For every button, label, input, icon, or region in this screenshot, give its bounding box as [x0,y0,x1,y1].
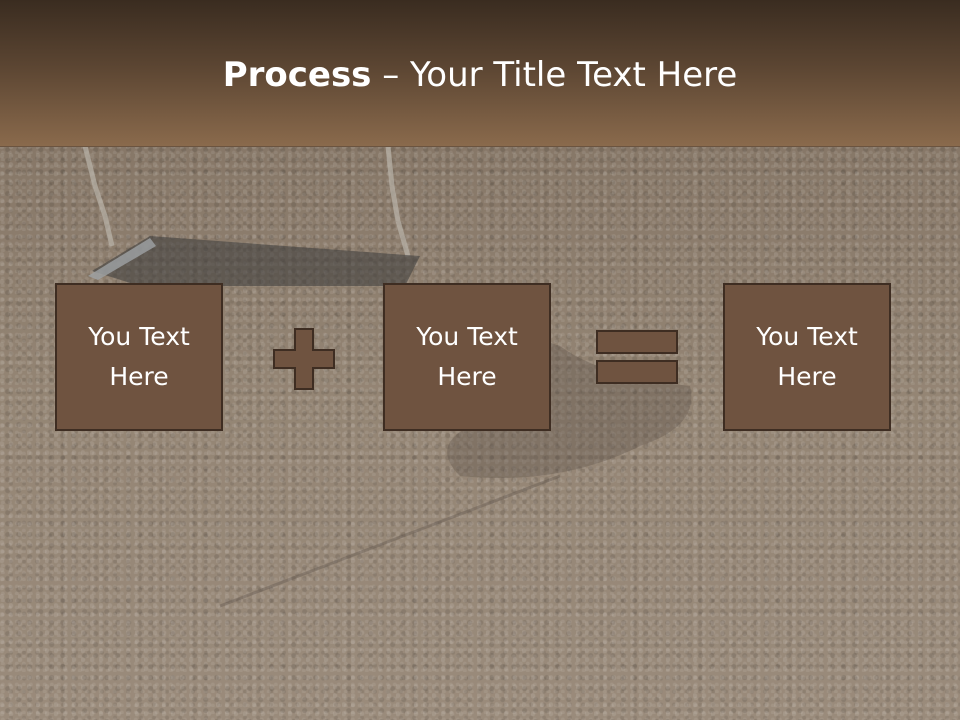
slide-title: Process – Your Title Text Here [0,54,960,96]
process-box-3-label: You Text Here [756,322,858,391]
process-box-2[interactable]: You Text Here [383,283,551,431]
title-bold-text: Process [222,55,372,95]
title-rest-text: – Your Title Text Here [371,55,738,95]
process-box-1-label: You Text Here [88,322,190,391]
process-box-1[interactable]: You Text Here [55,283,223,431]
process-box-3[interactable]: You Text Here [723,283,891,431]
swing-shadow-image [82,146,692,608]
process-box-2-label: You Text Here [416,322,518,391]
equals-icon [596,330,678,386]
plus-icon [273,328,335,390]
title-bar: Process – Your Title Text Here [0,0,960,147]
